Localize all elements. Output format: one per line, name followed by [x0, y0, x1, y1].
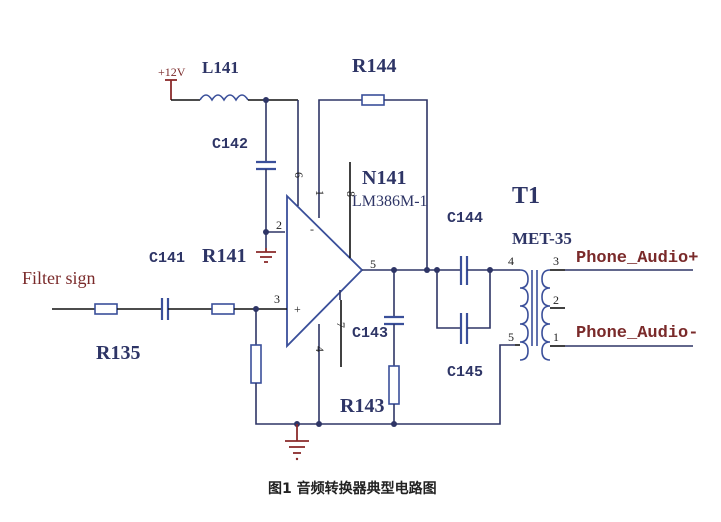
- resistor-r143: R143: [340, 365, 400, 424]
- c141-label: C141: [149, 250, 185, 267]
- power-label: +12V: [158, 65, 186, 79]
- resistor-r141: R141: [202, 245, 287, 315]
- output-plus-label: Phone_Audio+: [576, 249, 698, 268]
- pin-4-label: 4: [313, 346, 327, 352]
- t1-part: MET-35: [512, 229, 572, 248]
- capacitor-c142: C142: [212, 100, 276, 248]
- inductor-l141: L141: [199, 58, 249, 102]
- pin-8-label: 8: [344, 191, 358, 197]
- pin-2-label: 2: [276, 218, 282, 232]
- resistor-r135: R135: [52, 303, 162, 364]
- input-label: Filter sign: [22, 268, 96, 288]
- capacitor-c141: C141: [149, 250, 212, 320]
- t1-pin-3: 3: [553, 254, 559, 268]
- capacitor-c145: C145: [436, 270, 491, 381]
- t1-pin-5: 5: [508, 330, 514, 344]
- pin-plus: +: [294, 302, 301, 316]
- r135-label: R135: [96, 342, 140, 364]
- ground-symbol-main: [285, 424, 309, 461]
- c143-label: C143: [352, 325, 388, 342]
- transformer-t1: T1 MET-35 4 5 3 2 1: [508, 183, 572, 361]
- resistor-r144: R144: [318, 55, 428, 270]
- pin-7-label: 7: [334, 322, 348, 328]
- output-minus-label: Phone_Audio-: [576, 324, 698, 343]
- pin-5-label: 5: [370, 257, 376, 271]
- c145-label: C145: [447, 364, 483, 381]
- power-12v: +12V: [158, 65, 200, 101]
- r141-label: R141: [202, 245, 246, 267]
- l141-label: L141: [202, 58, 239, 77]
- pin-3-label: 3: [274, 292, 280, 306]
- r143-label: R143: [340, 395, 384, 417]
- r144-label: R144: [352, 55, 396, 77]
- t1-pin-2: 2: [553, 293, 559, 307]
- t1-label: T1: [512, 183, 540, 209]
- c142-label: C142: [212, 136, 248, 153]
- pin-1-label: 1: [313, 190, 327, 196]
- t1-pin-1: 1: [553, 330, 559, 344]
- pin-6-label: 6: [292, 172, 306, 178]
- amplifier-n141: N141 LM386M-1 - +: [286, 167, 428, 349]
- capacitor-c143: C143: [352, 270, 404, 366]
- capacitor-c144: C144: [437, 210, 520, 285]
- n141-label: N141: [362, 167, 406, 189]
- c144-label: C144: [447, 210, 483, 227]
- n141-part: LM386M-1: [352, 193, 428, 210]
- t1-pin-4: 4: [508, 254, 514, 268]
- ground-symbol: [256, 248, 276, 263]
- figure-caption: 图1 音频转换器典型电路图: [268, 480, 437, 497]
- pin-minus: -: [310, 222, 314, 236]
